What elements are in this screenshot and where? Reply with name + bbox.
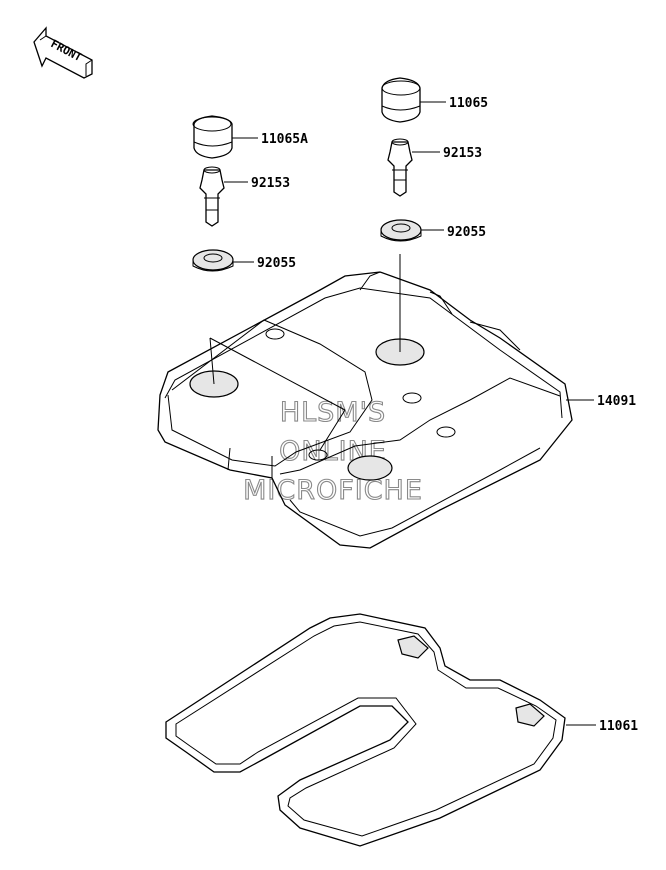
bolt-92153-right [387,138,440,197]
part-label-11065A: 11065A [261,132,308,147]
front-label: FRONT [49,37,85,64]
part-label-92153-left: 92153 [251,176,290,191]
head-cover-gasket [165,613,566,847]
washer-92055-right [380,219,444,242]
watermark-line-3: MICROFICHE [243,475,423,506]
part-label-11061: 11061 [599,719,638,734]
part-label-11065: 11065 [449,96,488,111]
watermark-line-1: HLSM'S [280,397,386,428]
bolt-92153-left [199,166,248,227]
watermark-line-2: ONLINE [279,436,387,467]
washer-92055-left [192,249,254,272]
part-label-14091: 14091 [597,394,636,409]
cap-11065 [381,77,446,123]
front-arrow-icon: FRONT [33,26,93,79]
cap-11065A [192,115,258,159]
watermark: HLSM'S ONLINE MICROFICHE [243,396,423,506]
part-label-92055-left: 92055 [257,256,296,271]
part-label-92153-right: 92153 [443,146,482,161]
part-label-92055-right: 92055 [447,225,486,240]
cylinder-head-cover [157,254,573,549]
